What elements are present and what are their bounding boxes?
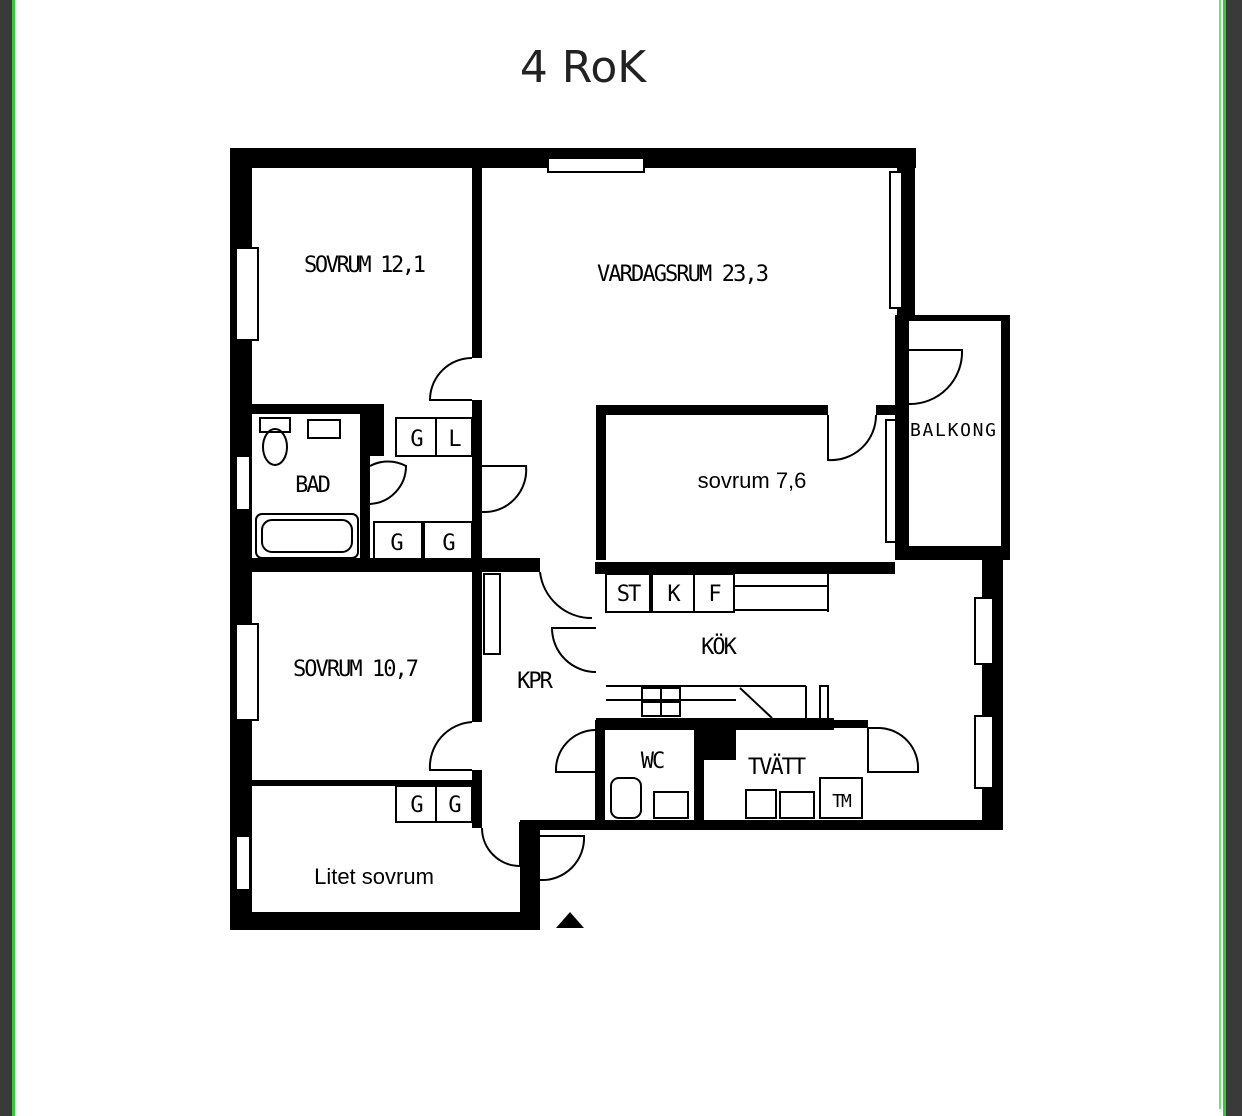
room-label-wc: WC <box>641 749 664 774</box>
room-label-sovrum-1: SOVRUM 12,1 <box>304 253 425 278</box>
sheet-edge-line <box>1219 0 1221 1109</box>
door-swings <box>369 349 964 882</box>
floor-plan-sheet <box>12 0 1226 1116</box>
room-label-bad: BAD <box>295 473 329 498</box>
room-label-sovrum-2: SOVRUM 10,7 <box>293 657 418 682</box>
plan-title: 4 RoK <box>520 42 647 93</box>
tumble-dryer-label: TM <box>832 791 852 812</box>
room-label-vardagsrum: VARDAGSRUM 23,3 <box>597 262 768 287</box>
closet-label-g: G <box>390 531 402 556</box>
room-label-litet-sovrum: Litet sovrum <box>314 864 434 889</box>
entrance-marker <box>556 912 584 928</box>
windows <box>235 157 994 891</box>
room-label-kpr: KPR <box>517 669 553 694</box>
bathroom-fixtures <box>255 417 863 819</box>
room-label-kok: KÖK <box>701 634 737 660</box>
fridge-label: K <box>667 582 681 607</box>
closet-label-g: G <box>410 793 422 818</box>
closet-label-l: L <box>448 427 461 452</box>
closets <box>373 417 829 823</box>
closet-label-g: G <box>442 531 454 556</box>
room-label-balkong: BALKONG <box>910 420 995 441</box>
room-label-tvatt: TVÄTT <box>748 754 806 780</box>
stove-label: ST <box>617 582 641 607</box>
closet-label-g: G <box>410 427 422 452</box>
freezer-label: F <box>708 582 720 607</box>
room-label-sovrum-small: sovrum 7,6 <box>698 468 807 493</box>
closet-label-g: G <box>448 793 460 818</box>
